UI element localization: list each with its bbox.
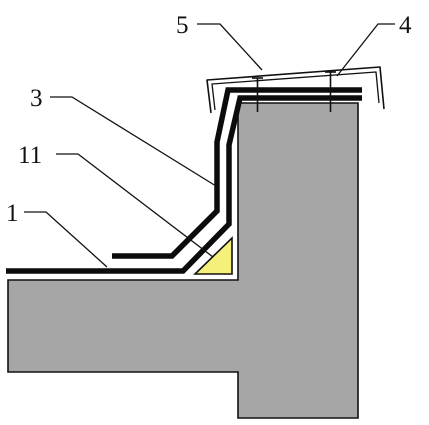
base-membrane-layer [6, 95, 362, 274]
label-1: 1 [6, 200, 19, 227]
leader-line-3 [50, 96, 217, 187]
cap-membrane-layer [112, 87, 362, 259]
fastener-left [252, 77, 263, 112]
fastener-right [325, 71, 336, 112]
label-3: 3 [30, 85, 43, 112]
label-4: 4 [399, 12, 412, 39]
label-5: 5 [176, 12, 189, 39]
leader-line-11 [56, 153, 214, 258]
metal-cap-flashing-inner [211, 71, 380, 111]
cant-strip-fillet [193, 236, 233, 275]
label-11: 11 [18, 142, 42, 169]
leader-line-1 [24, 211, 108, 268]
leader-line-5 [197, 23, 263, 71]
concrete-slab-and-parapet [7, 102, 359, 419]
leader-line-4 [336, 23, 395, 77]
metal-cap-flashing [206, 66, 385, 114]
